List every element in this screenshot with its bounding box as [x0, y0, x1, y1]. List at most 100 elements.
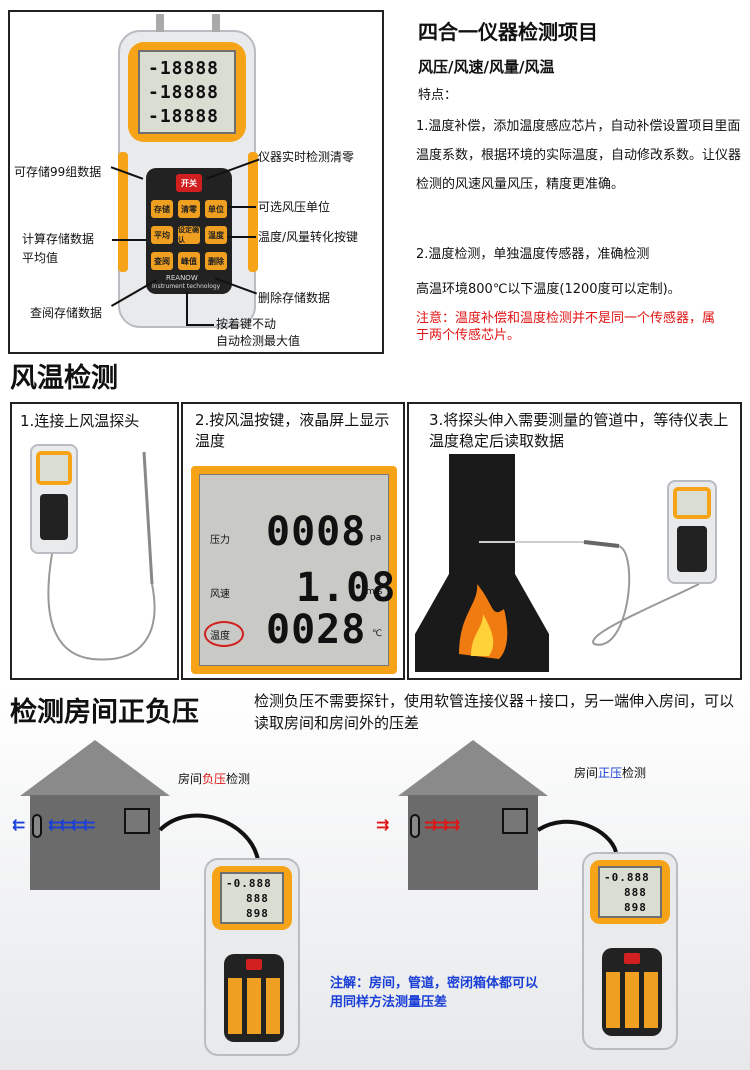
store-key[interactable]: 存储	[151, 200, 173, 218]
lcd-label-speed: 风速	[210, 589, 230, 600]
room-right-keypad	[602, 948, 662, 1036]
room-left-digits-1: -0.888	[226, 877, 272, 890]
zero-key[interactable]: 清零	[178, 200, 200, 218]
delete-key[interactable]: 删除	[205, 252, 227, 270]
step3-device-keypad	[677, 526, 707, 572]
probe-cable	[47, 451, 156, 661]
room-note: 注解：房间，管道，密闭箱体都可以用同样方法测量压差	[330, 976, 539, 1010]
left-port	[32, 814, 42, 838]
room-device-left: -0.888 888 898	[204, 858, 300, 1056]
room-left-digits-3: 898	[246, 907, 269, 920]
callout-hold-1: 按着键不动	[216, 317, 277, 331]
room-left-keypad	[224, 954, 284, 1042]
callout-delete: 删除存储数据	[258, 291, 331, 305]
room-right-digits-3: 898	[624, 901, 647, 914]
left-arrows-outside: ⇇	[12, 815, 25, 834]
right-label-highlight: 正压	[598, 766, 623, 780]
callout-line-vertical	[186, 292, 188, 326]
left-house-roof	[20, 740, 170, 796]
left-arrows-inside: ⇇⇇⇇⇇	[48, 815, 96, 834]
callout-store99: 可存储99组数据	[14, 165, 102, 179]
room-device-right: -0.888 888 898	[582, 852, 678, 1050]
lcd-value-speed: 1.08	[296, 565, 397, 611]
peak-key[interactable]: 峰值	[178, 252, 200, 270]
lcd-temp-highlight-circle	[204, 621, 244, 647]
step1-device	[30, 444, 78, 554]
room-right-digits-2: 888	[624, 886, 647, 899]
right-house-roof	[398, 740, 548, 796]
left-label-highlight: 负压	[202, 772, 227, 786]
top-title: 四合一仪器检测项目	[418, 20, 598, 44]
lcd-digits-2: -18888	[148, 82, 220, 103]
callout-switch: 温度/风量转化按键	[258, 230, 359, 244]
power-key[interactable]: 开关	[176, 174, 202, 192]
left-window	[124, 808, 150, 834]
port-right	[212, 14, 220, 32]
port-left	[156, 14, 164, 32]
lcd-digits-3: -18888	[148, 106, 220, 127]
lcd-label-pressure: 压力	[210, 535, 230, 546]
room-left-lcd: -0.888 888 898	[220, 872, 284, 924]
confirm-key[interactable]: 设定确认	[178, 226, 200, 244]
callout-avg-1: 计算存储数据	[22, 232, 95, 246]
callout-unit: 可选风压单位	[258, 200, 331, 214]
step3-device	[667, 480, 717, 584]
right-window	[502, 808, 528, 834]
step1-device-keypad	[40, 494, 68, 540]
average-key[interactable]: 平均	[151, 226, 173, 244]
callout-avg-2: 平均值	[22, 251, 59, 265]
lcd-unit-pressure: pa	[370, 533, 382, 543]
step2-panel: 2.按风温按键，液晶屏上显示温度 压力 0008 pa 风速 1.08 m/s …	[181, 402, 405, 680]
right-label-pre: 房间	[574, 766, 599, 780]
room-right-keys	[606, 972, 658, 1028]
callout-line	[186, 324, 214, 326]
right-port	[410, 814, 420, 838]
step1-device-lcd	[40, 455, 68, 481]
grip-left	[118, 152, 128, 272]
right-label-post: 检测	[622, 766, 647, 780]
left-room-label: 房间负压检测	[178, 770, 250, 787]
right-arrows-outside: ⇉	[376, 815, 389, 834]
step3-text: 3.将探头伸入需要测量的管道中，等待仪表上温度稳定后读取数据	[429, 411, 729, 450]
left-label-pre: 房间	[178, 772, 203, 786]
device-lcd: -18888 -18888 -18888	[138, 50, 236, 134]
lcd-digits-1: -18888	[148, 58, 220, 79]
brand-sub: Instrument technology	[152, 283, 221, 290]
callout-line	[112, 239, 146, 241]
keypad: 开关 存储 清零 单位 平均 设定确认 温度 查阅 峰值 删除 REANOW I…	[146, 168, 232, 294]
step3-panel: 3.将探头伸入需要测量的管道中，等待仪表上温度稳定后读取数据	[407, 402, 742, 680]
unit-key[interactable]: 单位	[205, 200, 227, 218]
query-key[interactable]: 查阅	[151, 252, 173, 270]
lcd-unit-speed: m/s	[366, 587, 383, 597]
callout-realtime-zero: 仪器实时检测清零	[258, 150, 355, 164]
room-right-lcd: -0.888 888 898	[598, 866, 662, 918]
lcd-value-pressure: 0008	[266, 509, 367, 555]
step1-text: 1.连接上风温探头	[20, 412, 140, 430]
step1-panel: 1.连接上风温探头	[10, 402, 179, 680]
room-right-power-key[interactable]	[624, 953, 640, 964]
room-heading: 检测房间正负压	[10, 697, 199, 728]
room-right-digits-1: -0.888	[604, 871, 650, 884]
features-label: 特点：	[418, 88, 458, 103]
feature-para-2-line-2: 高温环境800℃以下温度(1200度可以定制)。	[416, 282, 681, 297]
temperature-key[interactable]: 温度	[205, 226, 227, 244]
top-subtitle: 风压/风速/风量/风温	[418, 58, 555, 76]
step2-text: 2.按风温按键，液晶屏上显示温度	[195, 411, 390, 450]
wind-temp-heading: 风温检测	[10, 363, 118, 394]
lcd-value-temperature: 0028	[266, 607, 367, 653]
grip-right	[248, 152, 258, 272]
lcd-label-temperature: 温度	[210, 631, 230, 642]
big-lcd: 压力 0008 pa 风速 1.08 m/s 温度 0028 ℃	[199, 474, 395, 666]
furnace-illustration	[415, 454, 700, 672]
big-lcd-frame: 压力 0008 pa 风速 1.08 m/s 温度 0028 ℃	[191, 466, 397, 674]
room-left-keys	[228, 978, 280, 1034]
main-device: -18888 -18888 -18888 开关 存储 清零 单位 平均 设定确认…	[118, 14, 258, 328]
feature-para-2-line-1: 2.温度检测，单独温度传感器，准确检测	[416, 247, 650, 262]
step3-device-lcd	[677, 491, 707, 515]
callout-line	[228, 206, 256, 208]
room-left-power-key[interactable]	[246, 959, 262, 970]
callout-line	[228, 236, 256, 238]
room-left-digits-2: 888	[246, 892, 269, 905]
callout-hold-2: 自动检测最大值	[216, 334, 301, 348]
